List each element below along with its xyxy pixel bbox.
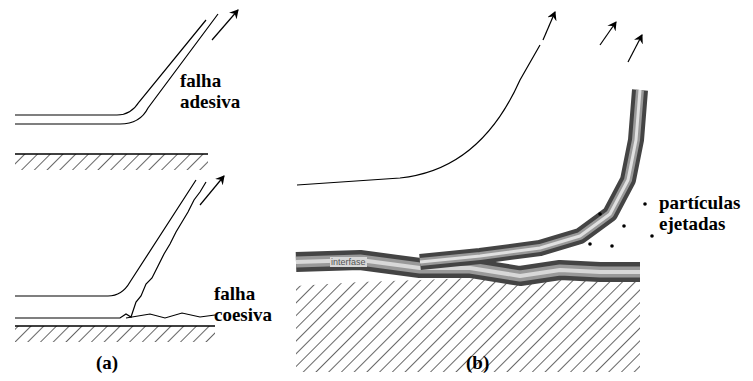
cohesive-failure-figure <box>15 176 224 342</box>
layer-label: interfase <box>330 257 367 267</box>
annotation-label: falha adesiva <box>180 70 260 112</box>
interphase-figure <box>296 12 654 372</box>
annotation-label: partículas ejetadas <box>659 192 749 234</box>
panel-label: (a) <box>96 352 136 373</box>
panel-label: (b) <box>466 352 506 373</box>
annotation-label: falha coesiva <box>214 283 294 325</box>
